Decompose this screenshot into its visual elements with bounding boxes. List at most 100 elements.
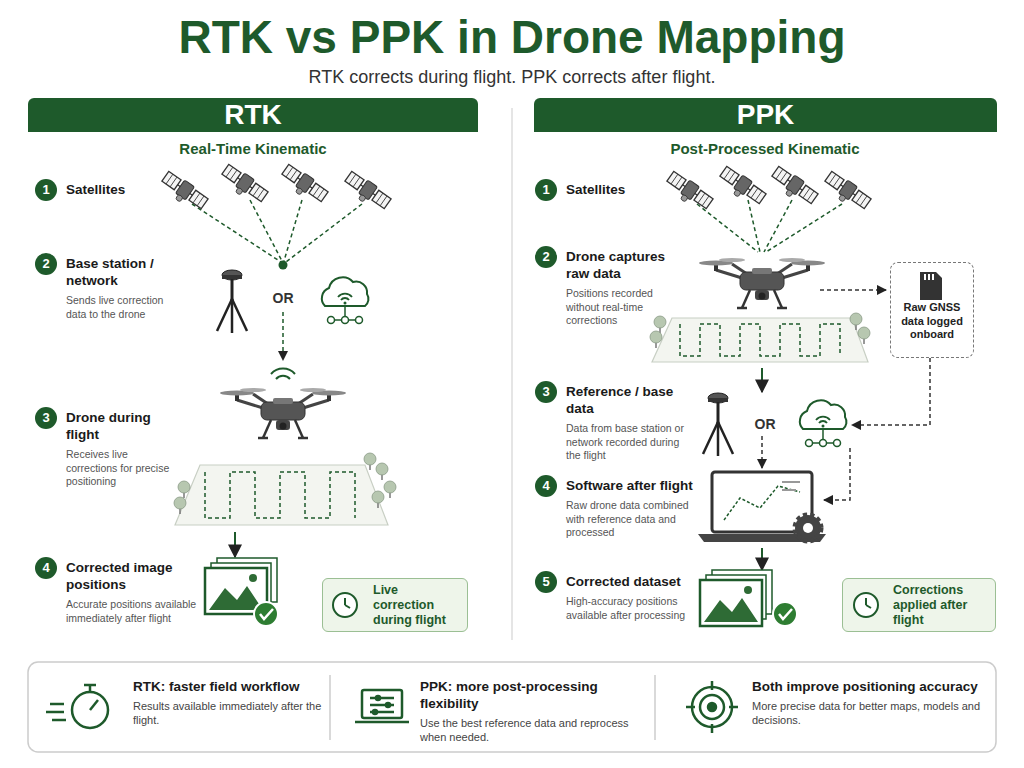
header-band: PPK [534,98,997,132]
stopwatch-icon [90,700,98,710]
clock-icon [333,593,357,617]
laptop [795,515,821,541]
box-fill [322,578,468,632]
laptop-icon [362,690,402,718]
satellite [716,165,767,210]
column-divider [511,108,513,640]
band-title: PPK [737,99,795,131]
stopwatch-icon [46,685,108,728]
laptop [724,486,800,520]
summary-item: RTK: faster field workflowResults availa… [133,676,325,727]
process-step: 3Drone during flightReceives live correc… [35,407,170,489]
box-text: Raw GNSS data logged onboard [895,301,969,342]
signal-lines [764,200,792,252]
step-number: 4 [35,557,57,579]
step-heading: Drone during flight [66,407,170,443]
header-band: RTK [28,98,478,132]
box-text: Live correction during flight [373,583,461,628]
signal-lines [192,200,362,262]
signal-lines [748,200,760,252]
check-mark [773,602,797,626]
step-heading: Drone captures raw data [566,246,680,282]
summary-item: Both improve positioning accuracyMore pr… [752,676,990,727]
step-heading: Corrected dataset [566,571,695,590]
flow-arrow [234,532,236,557]
summary-panel [28,662,996,752]
target-icon [729,706,738,709]
sd-card-icon [928,274,930,280]
satellite [278,163,329,208]
or-label: OR [271,290,296,306]
signal-lines [766,204,842,252]
process-step: 4Software after flightRaw drone data com… [535,475,695,540]
summary-description: More precise data for better maps, model… [752,699,990,727]
step-number: 3 [35,407,57,429]
wifi-signal [271,369,295,374]
box-fill [842,578,996,632]
step-description: Data from base station or network record… [566,422,685,463]
laptop [782,489,796,491]
stopwatch-icon [52,719,66,722]
step-number: 1 [35,179,57,201]
raw-data-line [852,358,930,425]
sd-card-icon [932,274,934,280]
box-text: Corrections applied after flight [893,583,989,628]
survey-field [650,331,662,348]
step-description: Raw drone data combined with reference d… [566,499,695,540]
satellite [821,170,872,215]
laptop-icon [355,690,409,722]
stopwatch-icon [89,686,92,692]
flow-arrow [761,548,763,570]
survey-field [174,453,396,525]
band-title: RTK [224,99,282,131]
step-number: 1 [535,179,557,201]
process-step: 1Satellites [35,179,175,198]
process-step: 5Corrected datasetHigh-accuracy position… [535,571,695,622]
network-arrow [824,448,850,500]
survey-field [372,491,384,508]
drone [699,258,825,308]
sd-card-icon [924,274,926,280]
base-station [703,393,733,456]
step-number: 2 [535,246,557,268]
summary-heading: PPK: more post-processing flexibility [420,676,650,712]
stopwatch-icon [46,711,64,714]
step-heading: Base station / network [66,253,175,289]
laptop-icon [355,721,409,724]
sd-card-icon [920,272,942,300]
survey-field [364,453,376,470]
process-step: 4Corrected image positionsAccurate posit… [35,557,200,625]
note-box: Live correction during flight [322,578,468,632]
stopwatch-icon [72,692,108,728]
survey-field [650,313,870,362]
signal-lines [250,200,282,261]
signal-lines [697,204,758,252]
laptop [803,523,813,533]
sd-card-icon [920,272,942,300]
target-icon [686,706,695,709]
target-icon [711,724,714,733]
title: RTK vs PPK in Drone Mapping [0,10,1024,64]
step-description: High-accuracy positions available after … [566,595,695,622]
survey-field [680,324,840,356]
summary-heading: RTK: faster field workflow [133,676,325,695]
step-description: Positions recorded without real-time cor… [566,287,680,328]
step-description: Accurate positions available immediately… [66,598,200,625]
survey-field [850,313,862,330]
survey-field [205,472,355,518]
step-number: 2 [35,253,57,275]
laptop [782,481,800,483]
target-icon [700,695,724,719]
reference-arrow [761,436,763,468]
laptop-icon [386,703,390,707]
note-box: Corrections applied after flight [842,578,996,632]
process-step: 1 Satellites [535,179,675,198]
survey-field [376,463,388,480]
step-heading: Satellites [566,179,675,198]
stopwatch-icon [84,684,96,687]
signal-lines [286,204,362,262]
target-icon [686,681,738,733]
satellite [341,170,392,215]
step-heading: Reference / base data [566,381,685,417]
